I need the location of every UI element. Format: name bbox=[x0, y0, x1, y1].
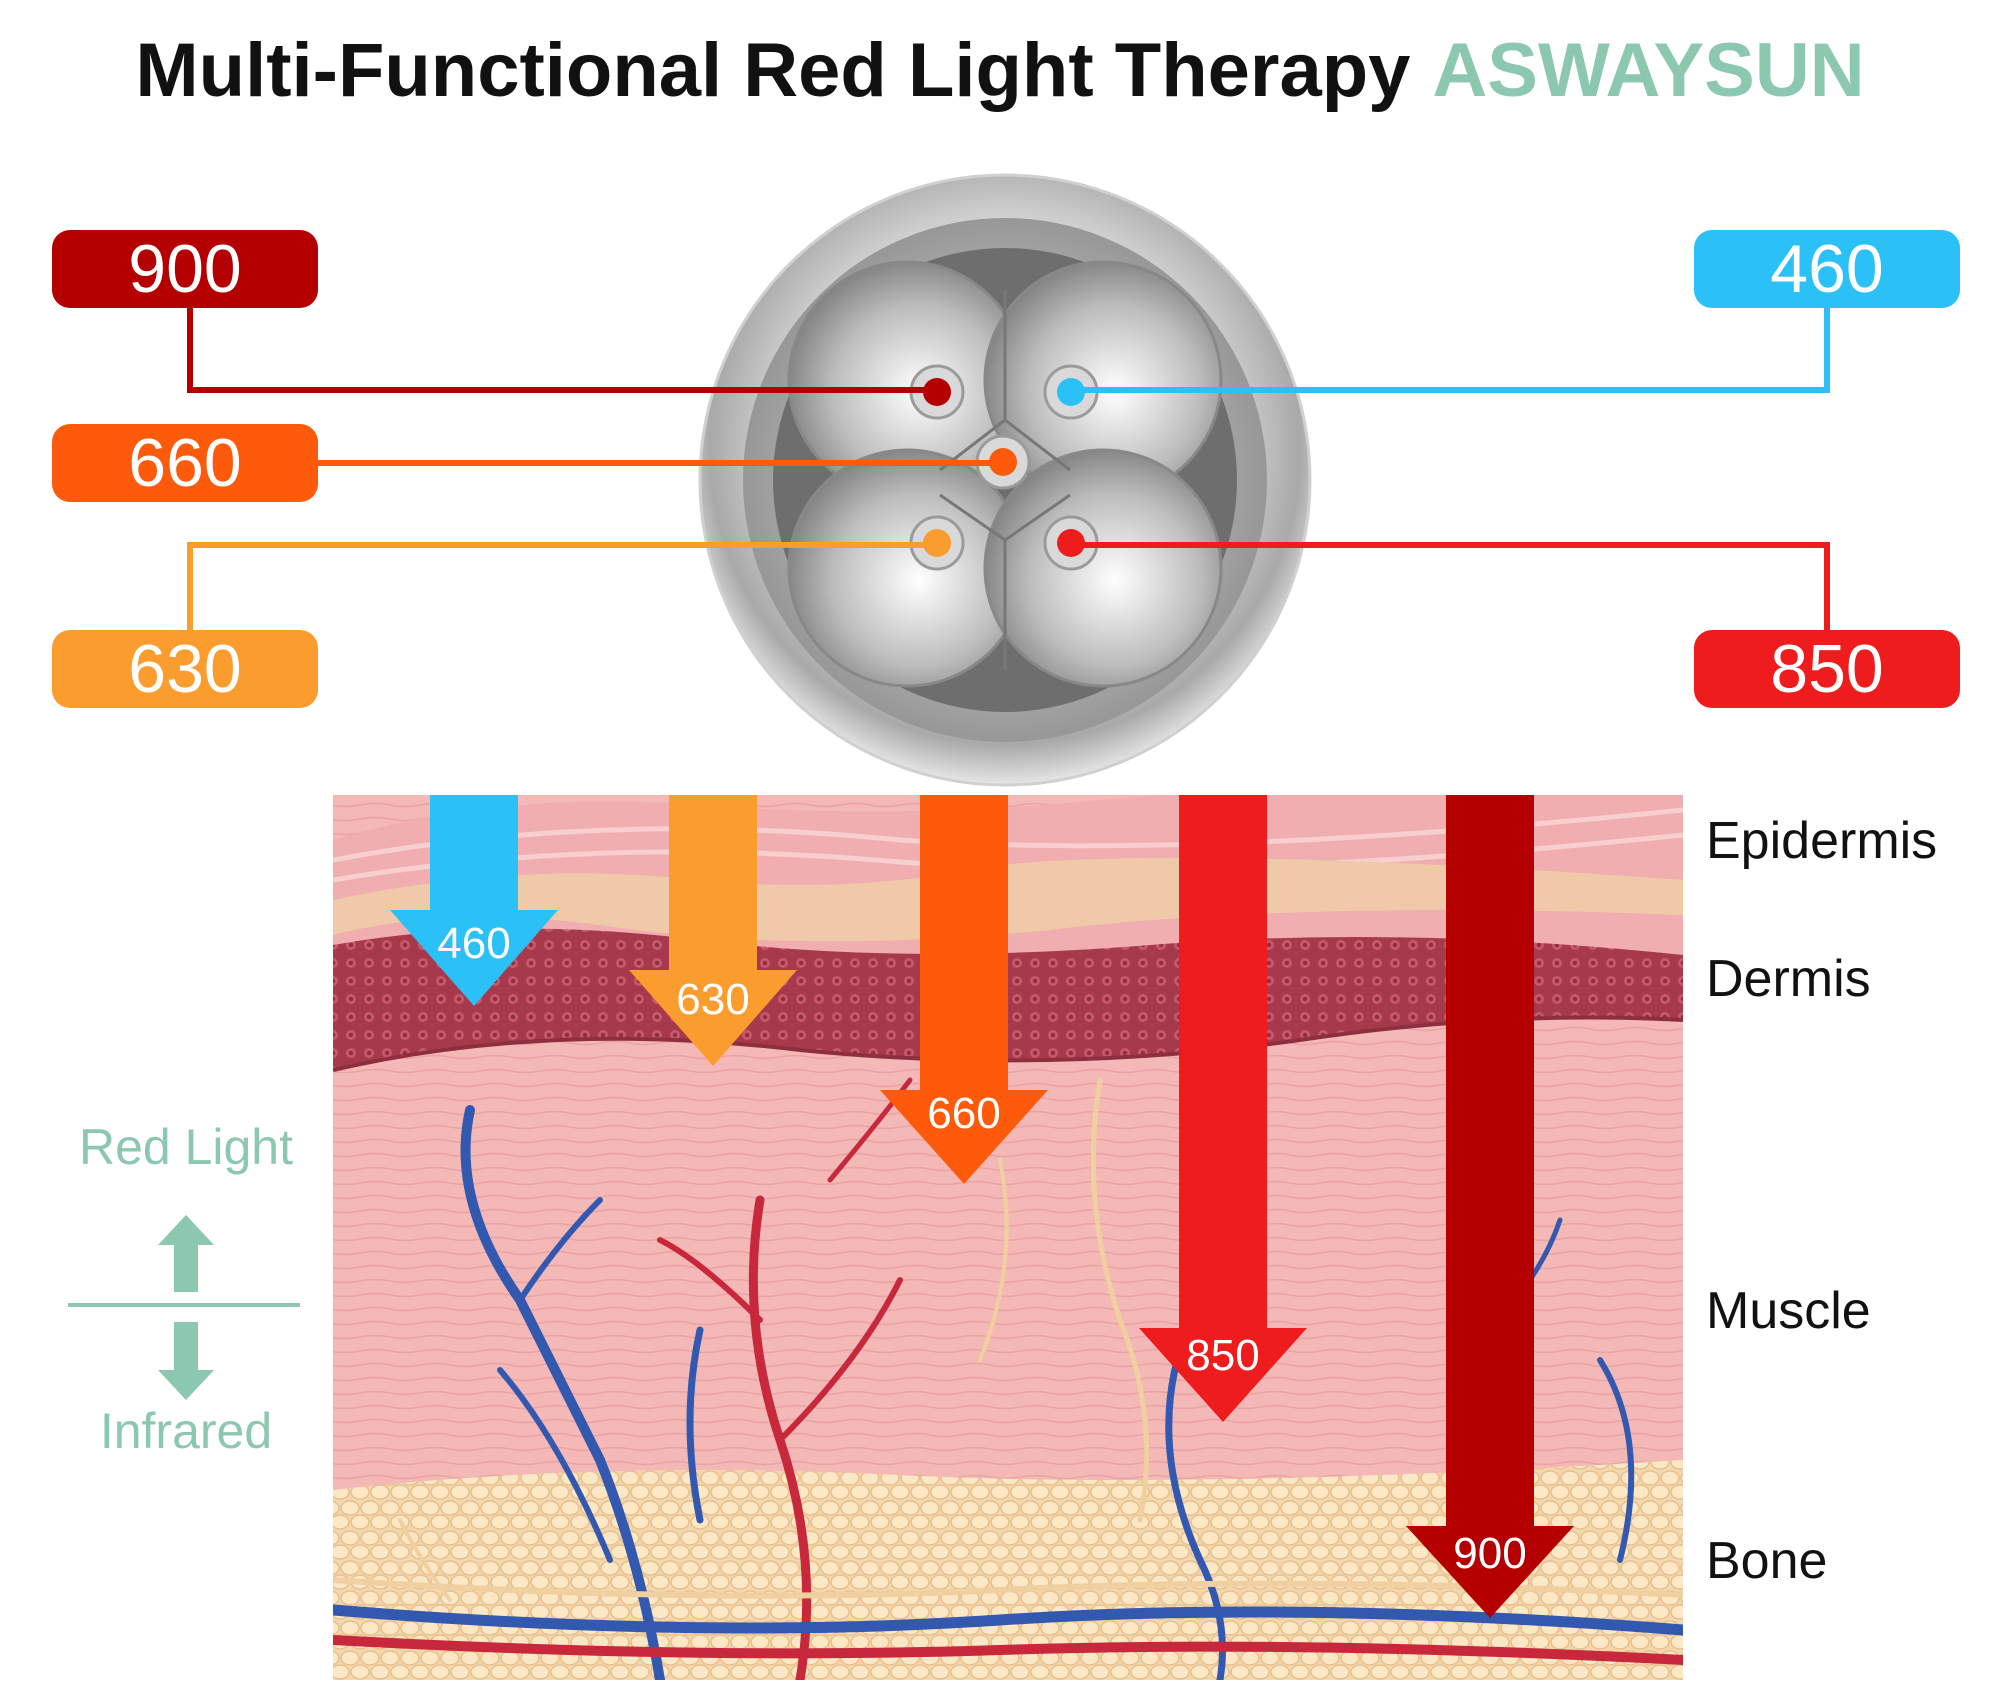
badge-box bbox=[52, 230, 318, 308]
badge-box bbox=[52, 424, 318, 502]
layer-labels: Epidermis Dermis Muscle Bone bbox=[1706, 812, 1937, 1590]
brand-name: ASWAYSUN bbox=[1432, 28, 1864, 113]
arrow-label: 900 bbox=[1453, 1529, 1526, 1578]
wavelength-badge-630: 630 bbox=[52, 529, 951, 708]
leader-line bbox=[187, 542, 937, 630]
led-dot bbox=[923, 378, 951, 406]
layer-label-epidermis: Epidermis bbox=[1706, 812, 1937, 870]
arrow-label: 660 bbox=[927, 1089, 1000, 1138]
arrow-label: 850 bbox=[1186, 1331, 1259, 1380]
legend-red-light: Red Light bbox=[79, 1119, 293, 1175]
arrow-shape bbox=[1139, 795, 1307, 1422]
badge-label: 850 bbox=[1770, 631, 1883, 707]
title-main: Multi-Functional Red Light Therapy bbox=[135, 28, 1410, 113]
device-head bbox=[698, 173, 1312, 787]
badge-box bbox=[1694, 630, 1960, 708]
penetration-arrow-460: 460 bbox=[390, 795, 558, 1006]
arrow-shape bbox=[880, 795, 1048, 1184]
layer-label-dermis: Dermis bbox=[1706, 950, 1871, 1008]
legend-infrared: Infrared bbox=[100, 1403, 272, 1459]
badge-label: 900 bbox=[128, 231, 241, 307]
wavelength-badge-460: 460 bbox=[1057, 230, 1960, 406]
wavelength-badges: 900 660 630 460 850 bbox=[52, 230, 1960, 708]
arrow-up-icon bbox=[158, 1215, 214, 1292]
wavelength-badge-660: 660 bbox=[52, 424, 1017, 502]
badge-box bbox=[1694, 230, 1960, 308]
arrow-shape bbox=[1406, 795, 1574, 1618]
penetration-arrow-660: 660 bbox=[880, 795, 1048, 1184]
arrow-shape bbox=[390, 795, 558, 1006]
penetration-arrow-900: 900 bbox=[1406, 795, 1574, 1618]
badge-label: 660 bbox=[128, 425, 241, 501]
arrow-label: 460 bbox=[437, 919, 510, 968]
badge-label: 460 bbox=[1770, 231, 1883, 307]
leader-line bbox=[1071, 308, 1830, 393]
arrow-down-icon bbox=[158, 1322, 214, 1400]
penetration-arrow-630: 630 bbox=[629, 795, 797, 1066]
penetration-arrows: 460 630 660 850 900 bbox=[390, 795, 1574, 1618]
badge-box bbox=[52, 630, 318, 708]
leader-line bbox=[187, 308, 937, 393]
led-dot bbox=[1057, 529, 1085, 557]
arrow-label: 630 bbox=[676, 975, 749, 1024]
led-dot bbox=[989, 448, 1017, 476]
title: Multi-Functional Red Light Therapy ASWAYS… bbox=[135, 28, 1864, 113]
light-type-legend: Red Light Infrared bbox=[68, 1119, 300, 1459]
layer-label-muscle: Muscle bbox=[1706, 1282, 1871, 1340]
wavelength-badge-850: 850 bbox=[1057, 529, 1960, 708]
badge-label: 630 bbox=[128, 631, 241, 707]
wavelength-badge-900: 900 bbox=[52, 230, 951, 406]
leader-line bbox=[1071, 542, 1830, 630]
arrow-shape bbox=[629, 795, 797, 1066]
penetration-arrow-850: 850 bbox=[1139, 795, 1307, 1422]
led-dot bbox=[1057, 378, 1085, 406]
layer-label-bone: Bone bbox=[1706, 1532, 1827, 1590]
led-dot bbox=[923, 529, 951, 557]
